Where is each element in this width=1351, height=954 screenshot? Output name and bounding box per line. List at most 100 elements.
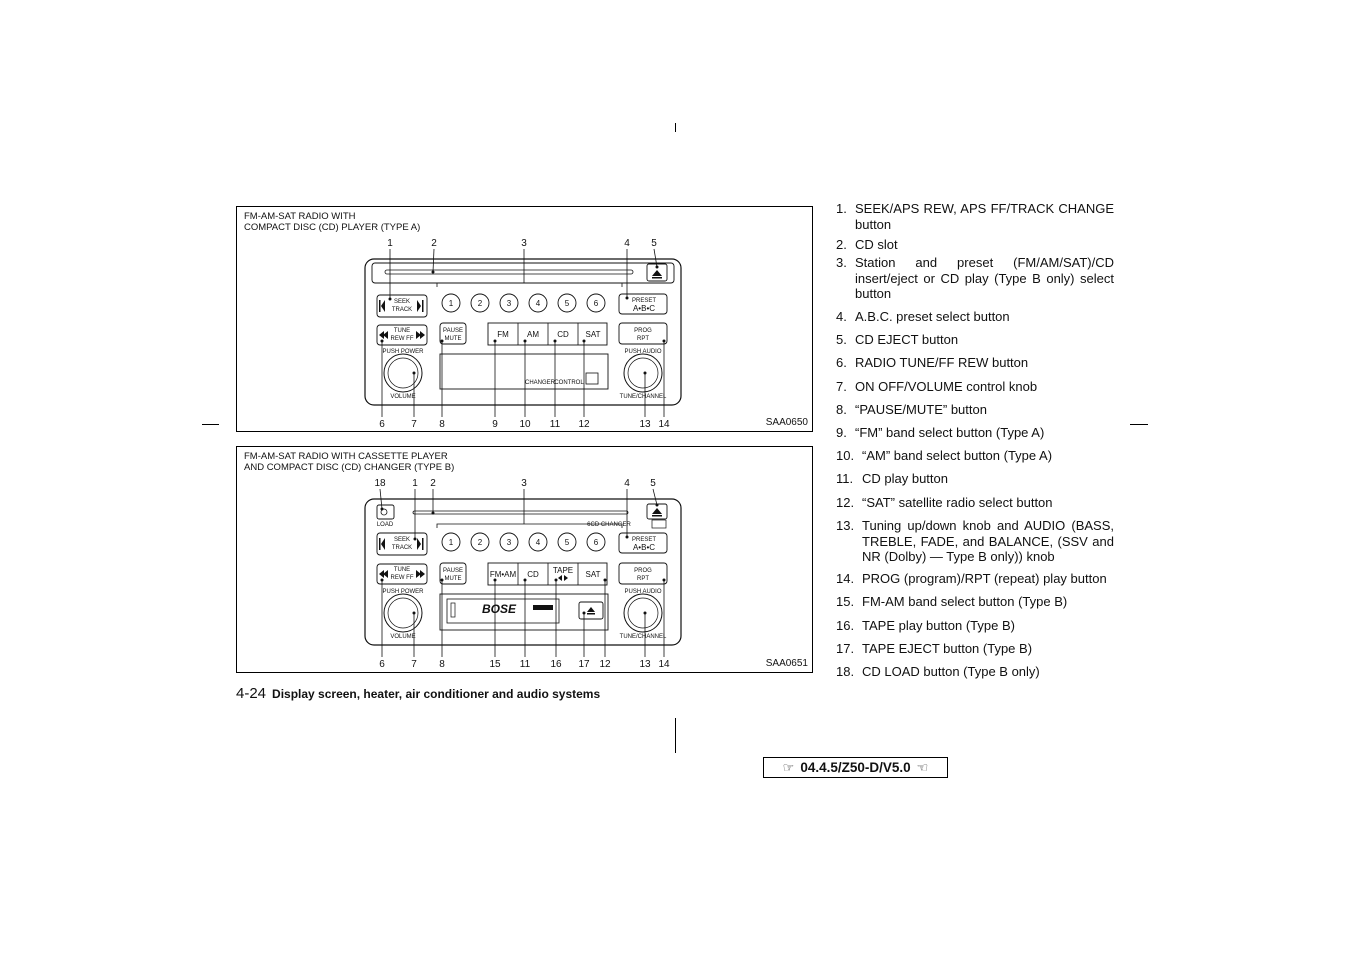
svg-text:MUTE: MUTE — [445, 576, 462, 582]
list-item: 8.“PAUSE/MUTE” button — [836, 402, 987, 417]
svg-text:MUTE: MUTE — [445, 336, 462, 342]
fm-button: FM — [497, 330, 509, 339]
svg-text:5: 5 — [565, 538, 570, 547]
svg-text:6CD CHANGER: 6CD CHANGER — [587, 522, 631, 528]
tape-button: TAPE — [553, 566, 573, 575]
list-item: 14.PROG (program)/RPT (repeat) play butt… — [836, 571, 1107, 586]
list-item: 5.CD EJECT button — [836, 332, 959, 347]
svg-text:PAUSE: PAUSE — [443, 328, 463, 334]
pointing-hand-left-icon: ☜ — [916, 759, 929, 775]
sat-button: SAT — [586, 330, 601, 339]
svg-text:A•B•C: A•B•C — [633, 304, 655, 313]
version-code: 04.4.5/Z50-D/V5.0 — [800, 760, 911, 775]
crop-mark-top — [675, 123, 676, 132]
svg-text:PUSH POWER: PUSH POWER — [382, 349, 424, 355]
cd-button: CD — [557, 330, 569, 339]
svg-text:4: 4 — [624, 478, 630, 489]
skip-back-icon — [381, 538, 385, 550]
list-item: 12.“SAT” satellite radio select button — [836, 495, 1053, 510]
svg-text:11: 11 — [550, 419, 561, 430]
svg-text:TUNE: TUNE — [394, 567, 410, 573]
figure-a-title: FM-AM-SAT RADIO WITH COMPACT DISC (CD) P… — [244, 211, 421, 233]
svg-text:3: 3 — [507, 538, 512, 547]
fast-forward-icon — [420, 331, 425, 339]
list-item: 11.CD play button — [836, 471, 948, 486]
svg-text:TUNE/CHANNEL: TUNE/CHANNEL — [620, 634, 667, 640]
svg-text:12: 12 — [599, 659, 611, 670]
rewind-icon — [379, 570, 384, 578]
svg-text:TUNE/CHANNEL: TUNE/CHANNEL — [620, 394, 667, 400]
svg-text:2: 2 — [478, 299, 483, 308]
list-item: 13.Tuning up/down knob and AUDIO (BASS, … — [836, 518, 1114, 564]
list-item: 7.ON OFF/VOLUME control knob — [836, 379, 1038, 394]
svg-text:8: 8 — [439, 419, 445, 430]
svg-text:6: 6 — [594, 299, 599, 308]
bose-logo: BOSE — [482, 602, 517, 616]
list-item: 10.“AM” band select button (Type A) — [836, 448, 1053, 463]
radio-type-a-diagram: SEEK TRACK 1 2 3 4 5 6 PRESET A•B•C TUNE… — [364, 238, 682, 430]
page-number: 4-24 — [236, 685, 267, 702]
crop-mark-right — [1130, 424, 1148, 425]
svg-text:CHANGER: CHANGER — [525, 380, 556, 386]
fast-forward-icon — [420, 570, 425, 578]
svg-text:8: 8 — [439, 659, 445, 670]
svg-text:PUSH POWER: PUSH POWER — [382, 589, 424, 595]
svg-text:6: 6 — [379, 659, 385, 670]
svg-text:11: 11 — [520, 659, 531, 670]
svg-text:14: 14 — [658, 659, 670, 670]
svg-text:3: 3 — [521, 238, 527, 249]
skip-back-icon — [381, 300, 385, 312]
svg-text:2: 2 — [478, 538, 483, 547]
eject-icon — [652, 270, 662, 276]
svg-text:PUSH AUDIO: PUSH AUDIO — [624, 589, 661, 595]
svg-text:VOLUME: VOLUME — [390, 634, 415, 640]
svg-text:VOLUME: VOLUME — [390, 394, 415, 400]
svg-text:PROG: PROG — [634, 568, 652, 574]
section-title: Display screen, heater, air conditioner … — [272, 687, 601, 701]
figure-b-code: SAA0651 — [765, 658, 808, 669]
crop-mark-left — [202, 424, 219, 425]
svg-text:5: 5 — [651, 238, 657, 249]
skip-forward-icon — [417, 300, 421, 312]
skip-forward-icon — [417, 538, 421, 550]
svg-text:13: 13 — [639, 419, 651, 430]
svg-text:4: 4 — [536, 299, 541, 308]
svg-text:5: 5 — [650, 478, 656, 489]
svg-text:16: 16 — [550, 659, 562, 670]
list-item: 18.CD LOAD button (Type B only) — [836, 664, 1040, 679]
svg-text:REW FF: REW FF — [391, 336, 414, 342]
svg-text:4: 4 — [536, 538, 541, 547]
svg-text:14: 14 — [658, 419, 670, 430]
svg-text:4: 4 — [624, 238, 630, 249]
list-item: 6.RADIO TUNE/FF REW button — [836, 355, 1029, 370]
svg-text:3: 3 — [507, 299, 512, 308]
svg-text:A•B•C: A•B•C — [633, 543, 655, 552]
list-item: 17.TAPE EJECT button (Type B) — [836, 641, 1033, 656]
svg-text:1: 1 — [449, 299, 454, 308]
load-icon — [380, 508, 388, 516]
svg-text:RPT: RPT — [637, 336, 649, 342]
svg-text:RPT: RPT — [637, 576, 649, 582]
svg-text:1: 1 — [449, 538, 454, 547]
svg-text:18: 18 — [374, 478, 386, 489]
svg-text:9: 9 — [492, 419, 498, 430]
svg-text:5: 5 — [565, 299, 570, 308]
figure-type-a: SEEK TRACK 1 2 3 4 5 6 PRESET A•B•C TUNE… — [236, 206, 813, 432]
svg-text:PAUSE: PAUSE — [443, 568, 463, 574]
svg-text:15: 15 — [489, 659, 501, 670]
figure-a-code: SAA0650 — [765, 417, 808, 428]
svg-text:6: 6 — [379, 419, 385, 430]
rewind-icon — [379, 331, 384, 339]
list-item: 4.A.B.C. preset select button — [836, 309, 1010, 324]
svg-text:7: 7 — [411, 419, 417, 430]
track-label: TRACK — [392, 307, 412, 313]
svg-text:REW FF: REW FF — [391, 575, 414, 581]
svg-text:PRESET: PRESET — [632, 537, 656, 543]
svg-text:2: 2 — [430, 478, 436, 489]
cd-button: CD — [527, 570, 539, 579]
list-item: 9.“FM” band select button (Type A) — [836, 425, 1045, 440]
svg-text:7: 7 — [411, 659, 417, 670]
svg-text:TRACK: TRACK — [392, 545, 412, 551]
svg-text:17: 17 — [578, 659, 590, 670]
svg-text:PUSH AUDIO: PUSH AUDIO — [624, 349, 661, 355]
